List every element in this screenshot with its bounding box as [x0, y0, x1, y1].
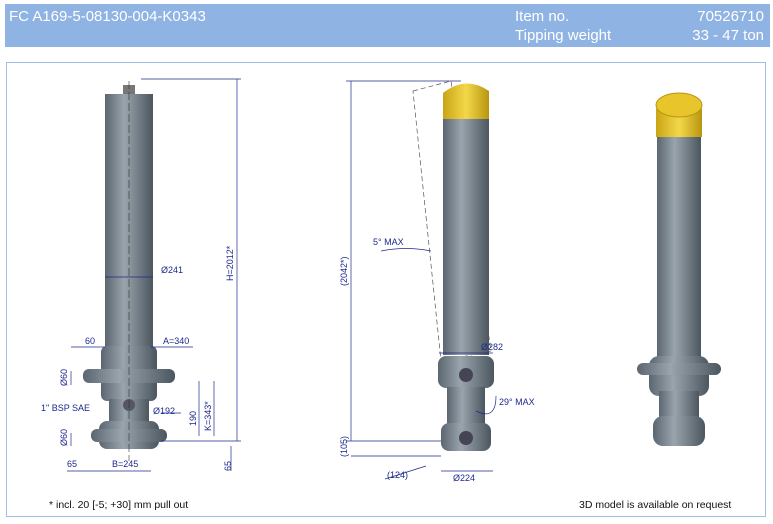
dim-dia-192: Ø192 — [153, 406, 175, 416]
dim-a: A=340 — [163, 336, 189, 346]
dim-60-top: 60 — [85, 336, 95, 346]
dim-k: K=343* — [203, 401, 213, 431]
dim-height: H=2012* — [225, 245, 235, 281]
tipping-weight-value: 33 - 47 ton — [692, 27, 764, 44]
dim-dia-282: Ø282 — [481, 342, 503, 352]
dim-105: (105) — [339, 436, 349, 457]
side-view: 5° MAX (2042*) Ø282 29° MAX (105) (124) … — [339, 80, 535, 483]
header-bar: FC A169-5-08130-004-K0343 Item no. 70526… — [5, 4, 770, 47]
technical-drawing: Ø241 H=2012* 60 A=340 Ø60 1" BSP SAE Ø19… — [41, 78, 721, 483]
tipping-weight-label: Tipping weight — [515, 27, 612, 44]
footnote: * incl. 20 [-5; +30] mm pull out — [49, 499, 189, 511]
model-code: FC A169-5-08130-004-K0343 — [9, 8, 206, 25]
dim-65-left: 65 — [67, 459, 77, 469]
dim-dia-60-top: Ø60 — [59, 369, 69, 386]
angle-bottom: 29° MAX — [499, 397, 535, 407]
3d-model-note: 3D model is available on request — [579, 499, 732, 511]
angle-top: 5° MAX — [373, 237, 404, 247]
dim-dia-241: Ø241 — [161, 265, 183, 275]
dim-height-2: (2042*) — [339, 256, 349, 286]
item-no-value: 70526710 — [697, 8, 764, 25]
dim-65-right: 65 — [223, 461, 233, 471]
dim-dia-224: Ø224 — [453, 473, 475, 483]
dim-b: B=245 — [112, 459, 138, 469]
3d-view — [637, 92, 721, 446]
dim-190: 190 — [188, 411, 198, 426]
dim-dia-60-bottom: Ø60 — [59, 429, 69, 446]
front-view: Ø241 H=2012* 60 A=340 Ø60 1" BSP SAE Ø19… — [41, 78, 241, 472]
port-label: 1" BSP SAE — [41, 403, 90, 413]
drawing-frame: Ø241 H=2012* 60 A=340 Ø60 1" BSP SAE Ø19… — [6, 62, 766, 517]
dim-124: (124) — [387, 470, 408, 480]
item-no-label: Item no. — [515, 8, 570, 25]
